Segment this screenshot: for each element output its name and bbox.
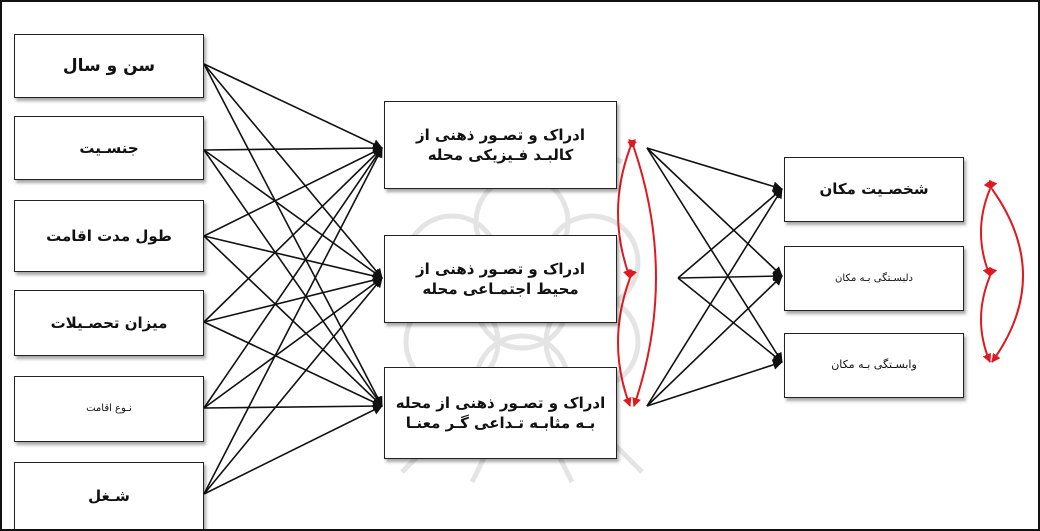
link-factor-3-perception-2	[203, 321, 383, 407]
perception-meaning-box: ادراک و تصـور ذهنی از محله بـه مثابـه تـ…	[384, 367, 617, 459]
link-perception-2-outcome-2	[646, 360, 783, 407]
perception-social-box: ادراک و تصـور ذهنی از محیط اجتمـاعی محله	[384, 235, 617, 323]
link-perception-2-outcome-1	[646, 275, 783, 407]
link-factor-4-perception-1	[203, 277, 383, 409]
link-perception-2-outcome-0	[646, 188, 783, 407]
link-factor-0-perception-1	[203, 63, 383, 279]
link-factor-5-perception-1	[203, 277, 383, 495]
arc-perception-physical-meaning	[627, 138, 657, 407]
factor-occupation-label: شـغل	[88, 486, 130, 505]
arc-outcome-identity-attachment	[980, 179, 998, 277]
perception-meaning-label: ادراک و تصـور ذهنی از محله بـه مثابـه تـ…	[395, 393, 606, 432]
link-factor-2-perception-0	[203, 147, 383, 237]
link-perception-0-outcome-2	[646, 147, 783, 363]
factor-age-label: سن و سال	[62, 55, 156, 76]
correlation-arcs	[617, 138, 1024, 407]
link-factor-4-perception-2	[203, 401, 383, 412]
perception-to-outcome-lines	[646, 147, 783, 407]
outcome-place-dependence-label: وابسـتگی بـه مکان	[831, 358, 917, 372]
arc-perception-physical-social	[617, 138, 637, 279]
outcome-place-dependence-box: وابسـتگی بـه مکان	[784, 333, 964, 398]
link-factor-5-perception-0	[203, 147, 383, 495]
factor-residence-duration-box: طول مدت اقامت	[14, 200, 204, 272]
outcome-place-identity-label: شخصـیت مکان	[819, 180, 929, 199]
outcome-place-attachment-box: دلبسـتگی بـه مکان	[784, 246, 964, 311]
link-factor-1-perception-1	[203, 149, 383, 279]
perception-physical-box: ادراک و تصـور ذهنی از کالبـد فـیزیکی محل…	[384, 101, 617, 189]
link-perception-1-outcome-0	[677, 188, 783, 279]
arc-outcome-identity-dependence	[983, 179, 1024, 363]
link-factor-3-perception-1	[203, 275, 383, 323]
link-perception-1-outcome-2	[677, 277, 783, 363]
arc-outcome-attachment-dependence	[980, 266, 998, 363]
link-factor-4-perception-0	[203, 147, 383, 409]
factor-education-box: میزان تحصـیلات	[14, 290, 204, 356]
factor-residence-duration-label: طول مدت اقامت	[46, 226, 172, 245]
link-perception-0-outcome-1	[646, 147, 783, 277]
factor-age-box: سن و سال	[14, 34, 204, 98]
perception-physical-label: ادراک و تصـور ذهنی از کالبـد فـیزیکی محل…	[416, 125, 585, 164]
factor-gender-label: جنسـیت	[79, 138, 139, 157]
link-factor-0-perception-0	[203, 63, 383, 149]
link-factor-1-perception-0	[203, 143, 383, 154]
arc-perception-social-meaning	[617, 268, 637, 407]
factor-gender-box: جنسـیت	[14, 116, 204, 180]
factor-education-label: میزان تحصـیلات	[50, 313, 168, 332]
link-factor-5-perception-2	[203, 405, 383, 495]
perception-social-label: ادراک و تصـور ذهنی از محیط اجتمـاعی محله	[416, 259, 585, 298]
link-factor-2-perception-1	[203, 235, 383, 281]
link-perception-0-outcome-0	[646, 147, 783, 192]
outcome-place-attachment-label: دلبسـتگی بـه مکان	[835, 272, 913, 284]
factor-to-perception-lines	[203, 63, 383, 495]
factor-residence-type-box: نـوع اقامت	[14, 376, 204, 442]
link-factor-3-perception-0	[203, 147, 383, 323]
factor-occupation-box: شـغل	[14, 462, 204, 529]
factor-residence-type-label: نـوع اقامت	[86, 403, 132, 415]
link-perception-1-outcome-1	[677, 271, 783, 282]
outcome-place-identity-box: شخصـیت مکان	[784, 157, 964, 222]
